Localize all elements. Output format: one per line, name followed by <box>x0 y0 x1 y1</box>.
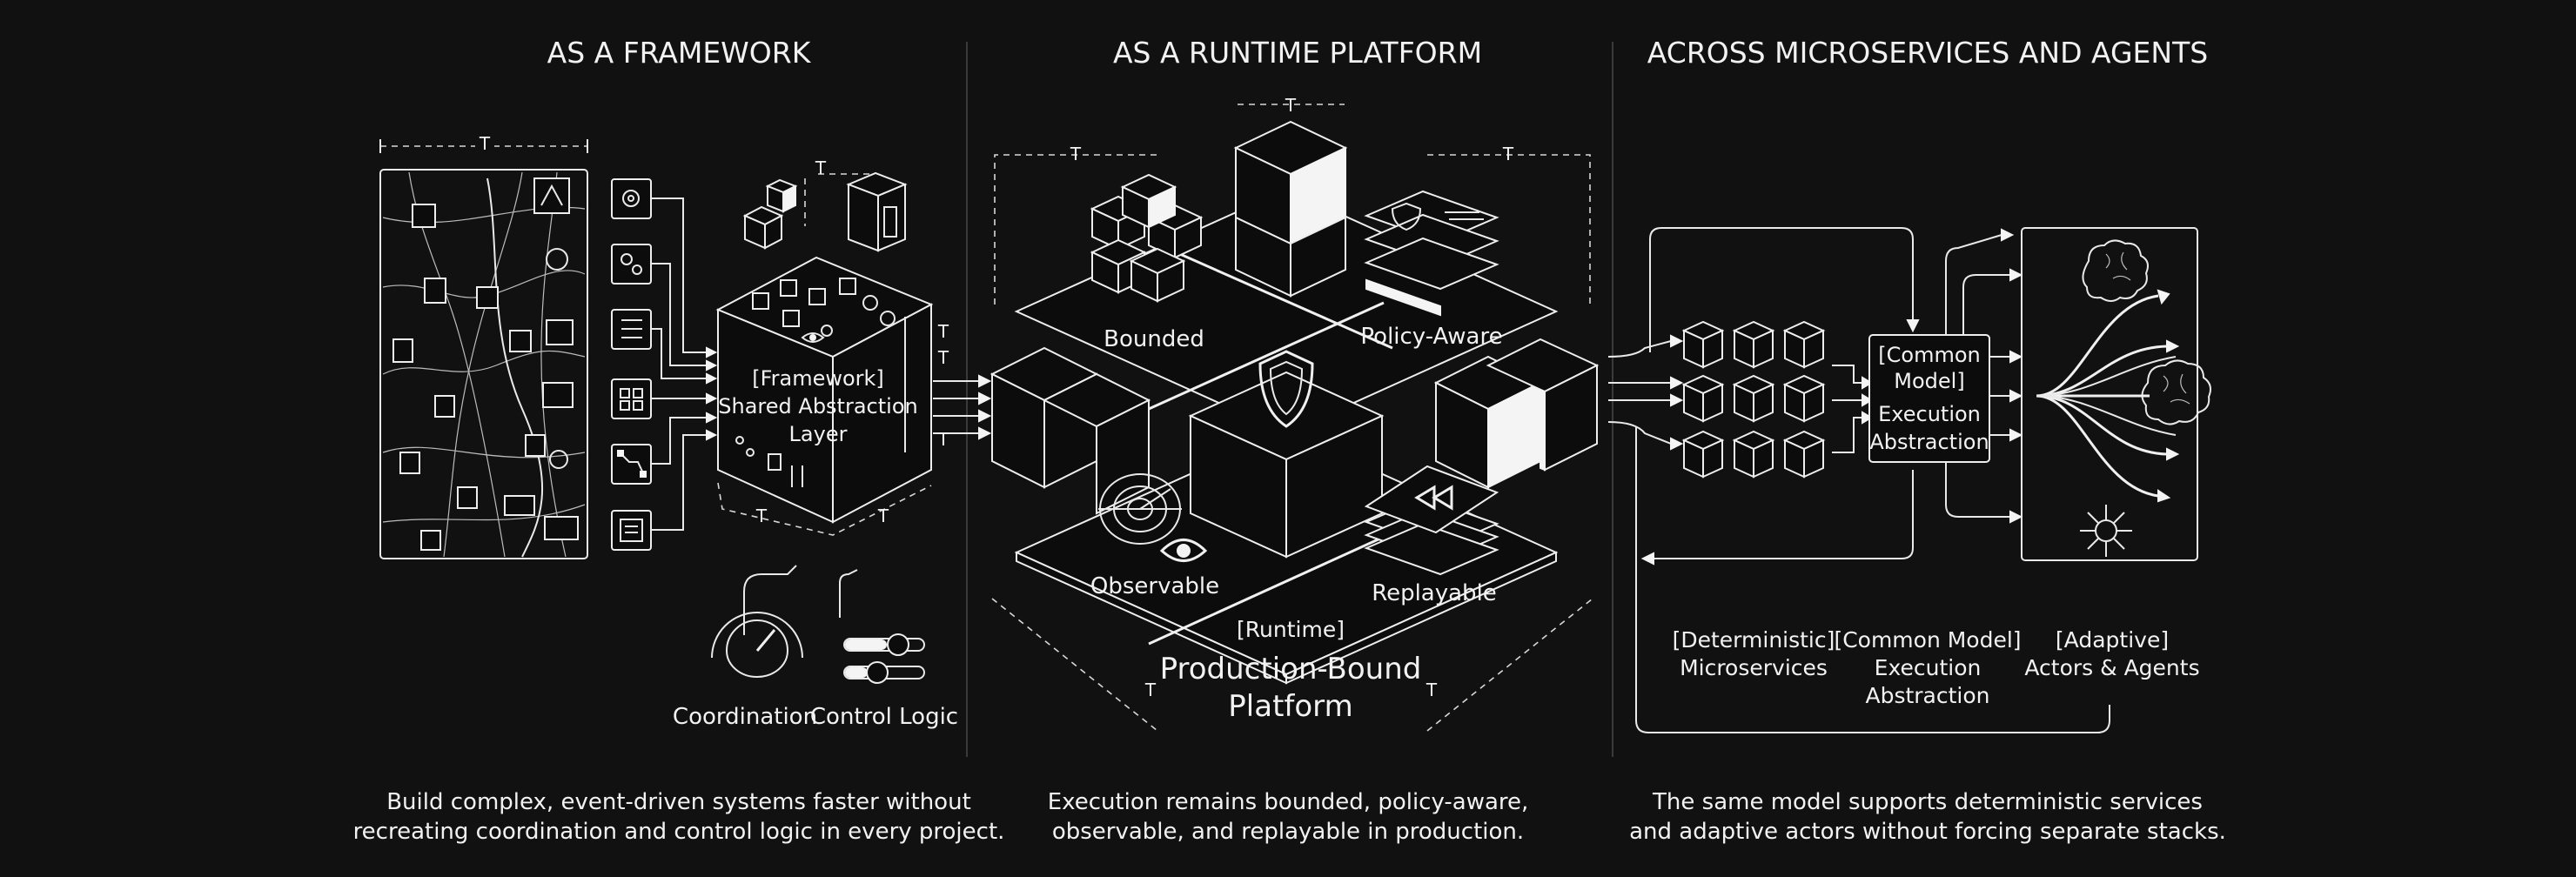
agents-panel <box>2021 227 2211 561</box>
policy-stack <box>1364 190 1499 317</box>
settings-icon <box>611 244 652 285</box>
coordination-label: Coordination <box>673 704 817 730</box>
document-icon <box>611 510 652 551</box>
runtime-heading: AS A RUNTIME PLATFORM <box>1113 36 1482 70</box>
dimension-marker: T <box>1502 144 1514 164</box>
dial-icon <box>711 565 803 678</box>
box-branch-arrows <box>1945 228 2023 524</box>
microservice-cube-grid <box>1681 320 1873 479</box>
eye-icon <box>1159 539 1208 562</box>
dimension-marker: T <box>937 321 949 342</box>
framework-to-runtime-arrows: T T T <box>933 321 992 450</box>
runtime-platform <box>989 120 1600 685</box>
floating-cubes <box>742 171 908 252</box>
platform-line-2: Platform <box>1228 689 1352 724</box>
common-model-box: [Common Model] Execution Abstraction <box>1868 334 1990 463</box>
dimension-marker: T <box>1144 680 1157 700</box>
dimension-marker: T <box>755 505 768 526</box>
adaptive-line-2: Actors & Agents <box>2024 655 2199 680</box>
city-map-icon <box>379 169 588 559</box>
runtime-top-dimension: T T T <box>994 95 1591 305</box>
adaptive-line-1: [Adaptive] <box>2056 627 2169 653</box>
framework-layer-line-1: [Framework] <box>752 366 884 391</box>
across-heading: ACROSS MICROSERVICES AND AGENTS <box>1647 36 2208 70</box>
radar-icon <box>1098 473 1182 545</box>
observable-label: Observable <box>1090 573 1219 599</box>
list-icon <box>611 309 652 350</box>
dimension-marker: T <box>1070 144 1082 164</box>
dimension-marker: T <box>937 429 949 450</box>
runtime-caption-line-1: Execution remains bounded, policy-aware, <box>1048 789 1529 815</box>
runtime-to-across-arrows <box>1607 334 1684 451</box>
bounded-cubes <box>1090 173 1204 303</box>
platform-line-1: Production-Bound <box>1160 652 1422 686</box>
dimension-marker: T <box>877 505 889 526</box>
common-label-line-1: [Common Model] <box>1834 627 2021 653</box>
brain-icon <box>2141 359 2211 425</box>
common-model-line-1: [Common <box>1878 343 1980 367</box>
deterministic-line-1: [Deterministic] <box>1673 627 1835 653</box>
across-caption-line-1: The same model supports deterministic se… <box>1652 789 2203 815</box>
framework-layer-line-3: Layer <box>789 422 848 446</box>
deterministic-line-2: Microservices <box>1680 655 1828 680</box>
replayable-label: Replayable <box>1372 580 1497 606</box>
slider-icon <box>839 569 925 684</box>
map-dimension: T <box>379 132 588 154</box>
framework-caption-line-1: Build complex, event-driven systems fast… <box>386 789 971 815</box>
folder-icon <box>611 378 652 419</box>
brain-icon <box>2082 239 2149 302</box>
dimension-marker: T <box>937 347 949 368</box>
runtime-caption-line-2: observable, and replayable in production… <box>1052 819 1524 845</box>
framework-heading: AS A FRAMEWORK <box>547 36 812 70</box>
bounded-label: Bounded <box>1104 326 1204 352</box>
framework-caption-line-2: recreating coordination and control logi… <box>353 819 1005 845</box>
common-model-line-2: Model] <box>1894 369 1964 393</box>
policy-aware-label: Policy-Aware <box>1360 324 1502 350</box>
network-icon <box>2080 505 2132 557</box>
framework-layer-cube: [Framework] Shared Abstraction Layer <box>715 256 934 524</box>
common-label-line-2: Execution <box>1875 655 1982 680</box>
shield-icon <box>1258 350 1314 428</box>
feature-icon-column <box>611 178 718 551</box>
common-model-line-3: Execution <box>1878 402 1981 426</box>
dimension-marker: T <box>1426 680 1438 700</box>
platform-dimension: T T <box>991 598 1593 732</box>
dimension-marker: T <box>1285 95 1297 116</box>
dimension-marker: T <box>479 133 491 154</box>
gear-icon <box>611 178 652 219</box>
common-model-line-4: Abstraction <box>1869 430 1989 454</box>
common-label-line-3: Abstraction <box>1865 683 1989 708</box>
runtime-tag: [Runtime] <box>1237 617 1345 642</box>
across-caption-line-2: and adaptive actors without forcing sepa… <box>1629 819 2226 845</box>
framework-layer-line-2: Shared Abstraction <box>718 394 917 418</box>
replay-stack <box>1364 465 1499 576</box>
dimension-marker: T <box>815 157 827 178</box>
cube-icon <box>752 278 896 343</box>
layer-dimension: T T T <box>717 157 932 536</box>
workflow-icon <box>611 444 652 485</box>
control-logic-label: Control Logic <box>810 704 958 730</box>
across-connectors <box>1635 227 2110 733</box>
rewind-icon <box>1414 485 1453 511</box>
